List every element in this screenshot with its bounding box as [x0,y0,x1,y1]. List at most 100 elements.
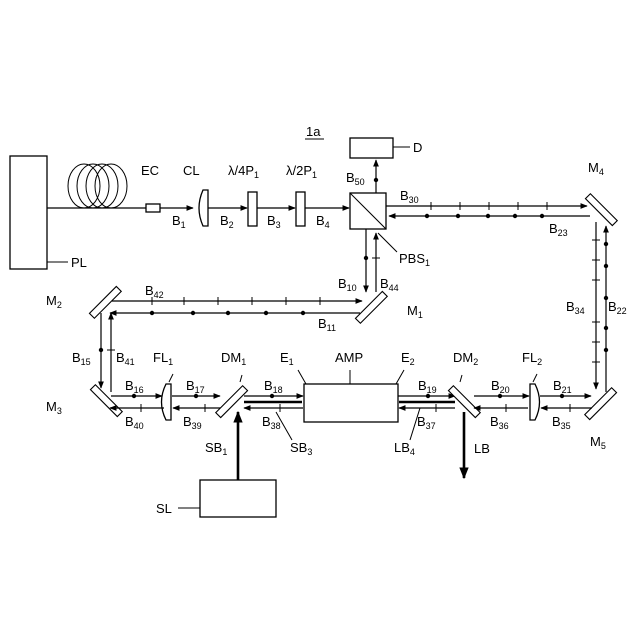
dm1-label-main: DM [221,350,241,365]
label-b4: B4 [316,213,330,230]
label-b34-main: B [566,299,575,314]
label-b44-sub: 44 [389,283,399,293]
e2-label-sub: 2 [410,357,415,367]
label-b40-sub: 40 [134,421,144,431]
focus-lens-2-label-sub: 2 [537,357,542,367]
label-b20: B20 [491,378,510,395]
label-b30-main: B [400,188,409,203]
label-b40-main: B [125,414,134,429]
label-sb1-main: SB [205,440,222,455]
label-b2-sub: 2 [229,220,234,230]
label-sb3-sub: 3 [307,447,312,457]
half-wave-plate [296,192,305,226]
label-b22: B22 [608,299,627,316]
label-b23-sub: 23 [558,228,568,238]
label-b19-sub: 19 [427,385,437,395]
label-b36-main: B [490,414,499,429]
label-b20-main: B [491,378,500,393]
label-b19-main: B [418,378,427,393]
label-b3-sub: 3 [276,220,281,230]
quarter-wave-plate [248,192,257,226]
mirror-m3-label-main: M [46,399,57,414]
label-b20-sub: 20 [500,385,510,395]
mirror-m5 [585,388,617,420]
output-beam-label: LB [474,441,490,456]
focus-lens-2 [530,384,540,420]
label-b50-main: B [346,170,355,185]
polarizing-beam-splitter [350,193,386,229]
label-b16: B16 [125,378,144,395]
e2-leader [396,370,404,384]
mirror-m2-label-main: M [46,293,57,308]
mirror-m4-label: M4 [588,160,604,177]
mirror-m3-label-sub: 3 [57,406,62,416]
seed-light-box [200,480,276,517]
label-b40: B40 [125,414,144,431]
label-b4-sub: 4 [325,220,330,230]
e1-label: E1 [280,350,294,367]
mirror-m5-label-sub: 5 [601,441,606,451]
mirror-m2-label-sub: 2 [57,300,62,310]
label-b11-sub: 11 [327,323,336,333]
label-b34: B34 [566,299,585,316]
fl2-leader [533,374,537,382]
label-b2-main: B [220,213,229,228]
focus-lens-1-label: FL1 [153,350,173,367]
detector-box [350,138,393,158]
mirror-m2-label: M2 [46,293,62,310]
label-b35-sub: 35 [561,421,571,431]
label-sb1: SB1 [205,440,227,457]
label-b4-main: B [316,213,325,228]
label-b1: B1 [172,213,186,230]
label-b41-main: B [116,350,125,365]
label-b35-main: B [552,414,561,429]
seed-light-label: SL [156,501,172,516]
hwp-label: λ/2P1 [286,163,317,180]
focus-lens-2-label-main: FL [522,350,537,365]
label-b50-sub: 50 [355,177,365,187]
label-b38-main: B [262,414,271,429]
dm2-leader [460,375,462,382]
dm1-leader [240,375,242,382]
label-b21-main: B [553,378,562,393]
label-sb1-sub: 1 [222,447,227,457]
pulse-laser-label: PL [71,255,87,270]
focus-lens-1-label-main: FL [153,350,168,365]
b15-dot [99,348,103,352]
label-b39: B39 [183,414,202,431]
b50-dot [374,178,378,182]
label-b44: B44 [380,276,399,293]
collimator-lens-label: CL [183,163,200,178]
dm2-label-sub: 2 [473,357,478,367]
label-sb3: SB3 [290,440,312,457]
label-lb4-main: LB [394,440,410,455]
label-b15: B15 [72,350,91,367]
label-b1-main: B [172,213,181,228]
fl1-leader [169,374,173,382]
pbs-label-main: PBS [399,251,425,266]
label-b16-sub: 16 [134,385,144,395]
label-b36-sub: 36 [499,421,509,431]
label-b42: B42 [145,283,164,300]
label-b39-main: B [183,414,192,429]
mirror-m4 [585,194,617,226]
mirror-m4-label-sub: 4 [599,167,604,177]
label-b38-sub: 38 [271,421,281,431]
focus-lens-1 [162,384,172,420]
dm2-label-main: DM [453,350,473,365]
label-b17-sub: 17 [195,385,205,395]
label-b10: B10 [338,276,357,293]
label-b42-sub: 42 [154,290,164,300]
dm1-label-sub: 1 [241,357,246,367]
label-b17-main: B [186,378,195,393]
label-b23: B23 [549,221,568,238]
label-b3: B3 [267,213,281,230]
label-b38: B38 [262,414,281,431]
label-b15-sub: 15 [81,357,91,367]
label-b15-main: B [72,350,81,365]
label-b21-sub: 21 [562,385,572,395]
label-b44-main: B [380,276,389,291]
label-b18: B18 [264,378,283,395]
e1-leader [298,370,306,384]
